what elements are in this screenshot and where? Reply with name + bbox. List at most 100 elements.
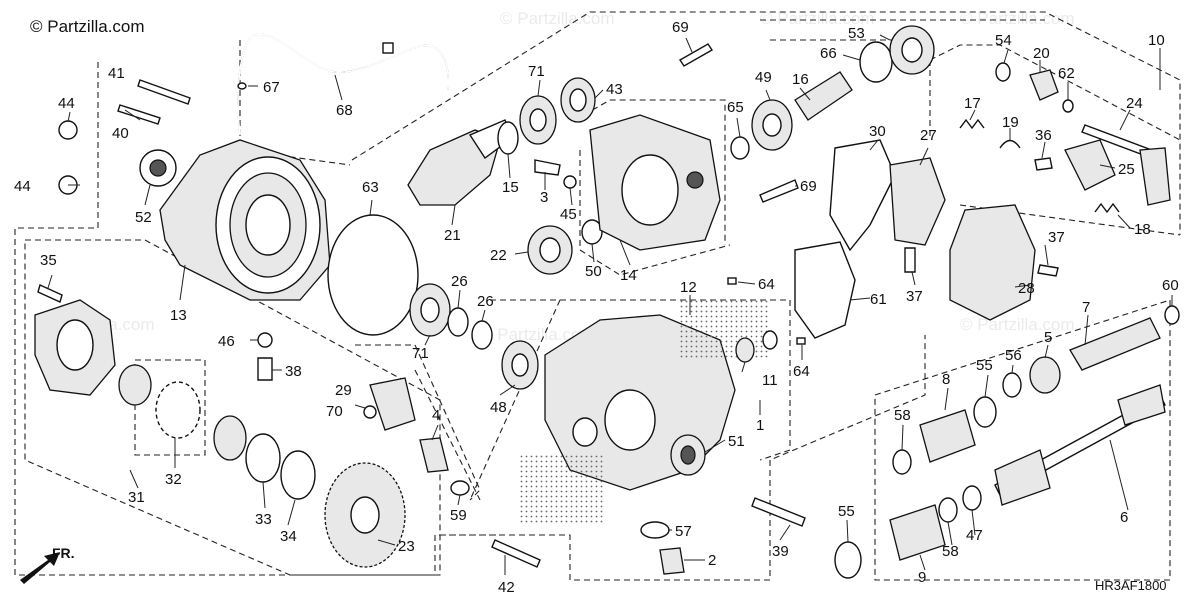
callout-47: 47 [966,527,983,544]
case-bore-small [686,171,704,189]
ring-55b [834,541,862,579]
bolt-35 [37,284,63,303]
sensor-cover-29 [369,377,416,431]
case-bore-large [604,389,656,451]
shim-15 [497,121,519,155]
callout-13: 13 [170,307,187,324]
bolt-70 [363,405,377,419]
bearing-49-inner [762,113,782,137]
case-bore-small [572,417,598,447]
callout-2: 2 [708,552,716,569]
callout-63: 63 [362,179,379,196]
front-arrow-icon [20,552,60,584]
ring-54 [995,62,1011,82]
callout-41: 41 [108,65,125,82]
callout-34: 34 [280,528,297,545]
callout-66: 66 [820,45,837,62]
callout-56: 56 [1005,347,1022,364]
callout-55a: 55 [976,357,993,374]
bolt-38 [257,357,273,381]
callout-44a: 44 [58,95,75,112]
diff-case-bore [56,319,94,371]
callout-37a: 37 [906,288,923,305]
callout-69b: 69 [800,178,817,195]
callout-18: 18 [1134,221,1151,238]
coupling-22-inner [539,237,561,263]
pin-64a [727,277,737,285]
callout-11: 11 [762,372,778,389]
spring-18 [1094,202,1120,214]
callout-27: 27 [920,127,937,144]
callout-52: 52 [135,209,152,226]
leader-lines [47,34,1173,575]
callout-61: 61 [870,291,887,308]
callout-31: 31 [128,489,145,506]
callout-69a: 69 [672,19,689,36]
side-gear [213,415,247,461]
faint-watermark: © Partzilla.com [760,9,875,28]
front-direction-label: FR. [52,545,75,561]
hose-clip-67 [237,82,247,90]
breather-hose-inner [237,33,450,136]
callout-59: 59 [450,507,467,524]
callout-45: 45 [560,206,577,223]
case-dotted-area [520,455,605,525]
callout-46: 46 [218,333,235,350]
seal-26a [447,307,469,337]
callout-29: 29 [335,382,352,399]
washer-46 [257,332,273,348]
callout-14: 14 [620,267,637,284]
callout-60: 60 [1162,277,1179,294]
sensor-4 [419,437,449,473]
bearing-53-inner [901,37,923,63]
diagram-code: HR3AF1800 [1095,578,1167,593]
roller-32 [155,381,201,439]
callout-labels: 1 2 3 4 5 6 7 8 9 10 11 12 13 14 15 16 1… [14,19,1179,596]
seal-51-inner [680,445,696,465]
callout-55b: 55 [838,503,855,520]
ring-56 [1002,372,1022,398]
bearing-48-inner [511,353,529,377]
callout-64b: 64 [793,363,810,380]
copyright-watermark: © Partzilla.com [30,17,145,36]
bolt-37a [904,247,916,273]
shift-bracket-27 [889,157,946,246]
callout-65: 65 [727,99,744,116]
shaft-7 [1069,317,1161,371]
clip-1 [762,330,778,350]
callout-5: 5 [1044,329,1052,346]
clip-62 [1062,99,1074,113]
callout-49: 49 [755,69,772,86]
callout-51: 51 [728,433,745,450]
hose-clip [382,42,394,54]
callout-9: 9 [918,569,926,586]
callout-67: 67 [263,79,280,96]
ring-58a [892,449,912,475]
case-dotted-area [680,300,770,360]
pinion-gear [407,129,501,206]
callout-32: 32 [165,471,182,488]
spring-19 [999,139,1021,149]
callout-17: 17 [964,95,981,112]
callout-54: 54 [995,32,1012,49]
callout-64a: 64 [758,276,775,293]
callout-50: 50 [585,263,602,280]
cover-bore [245,194,291,256]
group-outlines [14,11,1181,581]
bolt-36 [1034,157,1053,171]
joint-9 [889,504,946,561]
callout-71b: 71 [412,345,429,362]
bearing-43-inner [569,88,587,112]
callout-71a: 71 [528,63,545,80]
callout-23: 23 [398,538,415,555]
faint-watermark: © Partzilla.com [500,9,615,28]
callout-3: 3 [540,189,548,206]
callout-10: 10 [1148,32,1165,49]
pin-64b [796,337,806,345]
collar-20 [1029,69,1059,101]
washer-45 [563,175,577,189]
ring-58b [938,497,958,523]
callout-57: 57 [675,523,692,540]
callout-48: 48 [490,399,507,416]
